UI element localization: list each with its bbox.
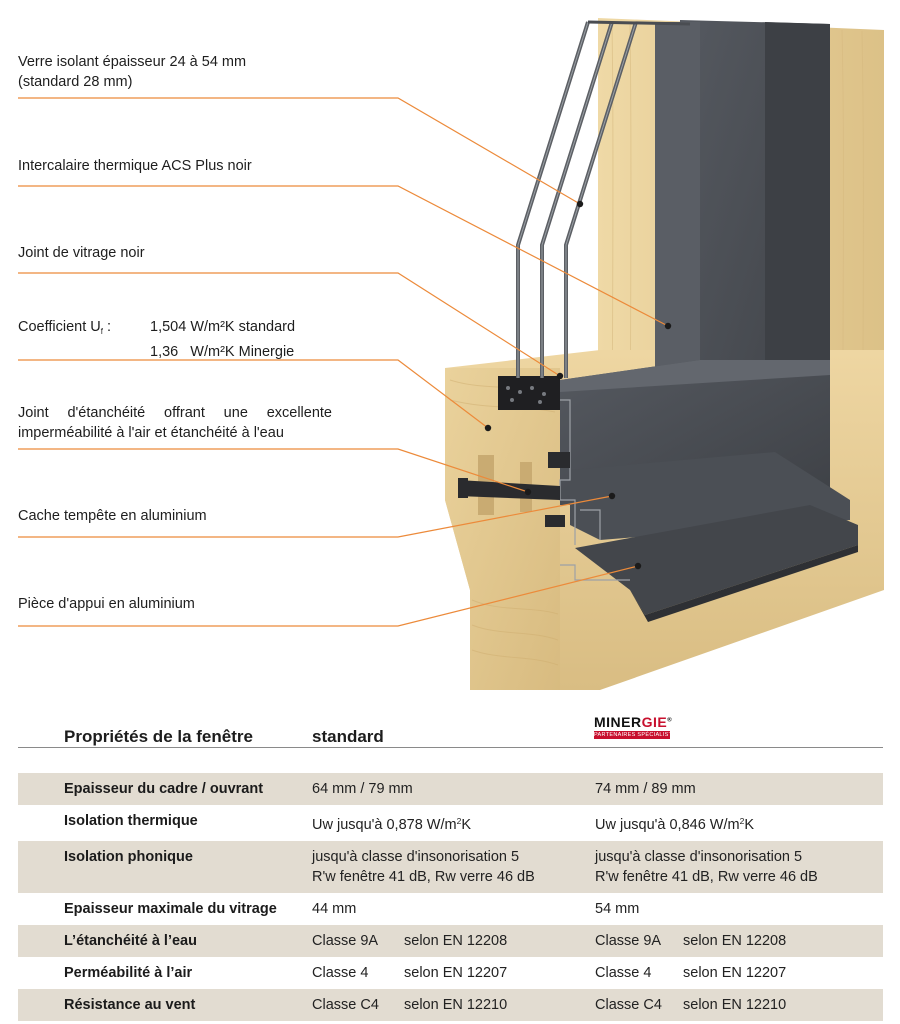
table-row-epaisseur-cadre: Epaisseur du cadre / ouvrant 64 mm / 79 … <box>18 773 883 805</box>
leader-verre <box>18 97 581 205</box>
cell-minergie-norm: selon EN 12208 <box>683 933 787 949</box>
cell-minergie-line: 74 mm / 89 mm <box>595 781 696 797</box>
leader-intercalaire <box>18 185 669 327</box>
cell-standard-line: 44 mm <box>312 901 357 917</box>
minergie-brand: MINERGIE® <box>594 714 684 730</box>
table-title: Propriétés de la fenêtre <box>64 727 253 746</box>
cell-standard: Classe 4 selon EN 12207 <box>312 957 595 989</box>
cell-standard-line-1: jusqu'à classe d'insonorisation 5 <box>312 849 520 865</box>
aluminium-cladding <box>458 20 858 622</box>
cell-standard-norm: selon EN 12207 <box>404 965 508 981</box>
table-row-resistance-vent: Résistance au vent Classe C4 selon EN 122… <box>18 989 883 1021</box>
row-label: Isolation thermique <box>64 813 198 829</box>
cell-standard: jusqu'à classe d'insonorisation 5 R'w fe… <box>312 841 595 893</box>
leader-piece-appui <box>18 565 639 627</box>
coefficient-name: Coefficient Uf : <box>18 317 150 342</box>
window-section-illustration <box>18 18 884 690</box>
table-row-epaisseur-vitrage: Epaisseur maximale du vitrage 44 mm 54 m… <box>18 893 883 925</box>
cell-minergie: Uw jusqu'à 0,846 W/m2K <box>595 805 883 841</box>
coefficient-name-text: Coefficient U <box>18 319 101 335</box>
superscript-two: 2 <box>739 816 745 826</box>
minergie-logo: MINERGIE® PARTENAIRES SPÉCIALISTES <box>594 714 684 744</box>
minergie-brand-right: GIE <box>641 714 668 730</box>
cell-minergie-class: Classe 9A <box>595 933 662 949</box>
cell-standard-line: Uw jusqu'à 0,878 W/m2K <box>312 816 472 833</box>
row-label: Isolation phonique <box>64 849 193 865</box>
leader-lines <box>18 97 669 627</box>
label-coefficient: Coefficient Uf :1,504 W/m²K standard 1,3… <box>18 317 295 362</box>
table-header: Propriétés de la fenêtre standard MINERG… <box>18 714 883 748</box>
coefficient-subscript: f <box>100 327 103 336</box>
table-row-permeabilite-air: Perméabilité à l’air Classe 4 selon EN 12… <box>18 957 883 989</box>
cell-standard-class: Classe 9A <box>312 933 379 949</box>
row-label: Epaisseur maximale du vitrage <box>64 901 277 917</box>
minergie-brand-left: MINER <box>594 714 642 730</box>
cell-standard: 44 mm <box>312 893 595 925</box>
cell-standard: 64 mm / 79 mm <box>312 773 595 805</box>
table-row-isolation-thermique: Isolation thermique Uw jusqu'à 0,878 W/m… <box>18 805 883 841</box>
coefficient-value-minergie: 1,36 W/m²K Minergie <box>150 344 295 360</box>
table-body: Epaisseur du cadre / ouvrant 64 mm / 79 … <box>18 773 883 1021</box>
leader-dots <box>484 200 672 570</box>
label-piece-appui: Pièce d'appui en aluminium <box>18 596 195 612</box>
cell-minergie-class: Classe C4 <box>595 997 662 1013</box>
triple-glazing <box>516 20 691 378</box>
label-joint-etancheite-line-2: imperméabilité à l'air et étanchéité à l… <box>18 425 284 441</box>
label-verre-line-2: (standard 28 mm) <box>18 74 133 90</box>
cell-standard-class: Classe 4 <box>312 965 369 981</box>
table-row-etancheite-eau: L’étanchéité à l’eau Classe 9A selon EN 1… <box>18 925 883 957</box>
column-header-standard: standard <box>312 727 384 746</box>
superscript-two: 2 <box>456 816 462 826</box>
row-label: Epaisseur du cadre / ouvrant <box>64 781 264 797</box>
row-label: Résistance au vent <box>64 997 196 1013</box>
cell-standard-norm: selon EN 12208 <box>404 933 508 949</box>
leader-joint-vitrage <box>18 272 561 377</box>
coefficient-row-1: Coefficient Uf :1,504 W/m²K standard <box>18 317 295 342</box>
cell-standard-norm: selon EN 12210 <box>404 997 508 1013</box>
cell-minergie-line: Uw jusqu'à 0,846 W/m2K <box>595 816 755 833</box>
label-cache-tempete: Cache tempête en aluminium <box>18 508 207 524</box>
label-joint-etancheite: Joint d'étanchéité offrant une excellent… <box>18 403 332 443</box>
cell-minergie-line-1: jusqu'à classe d'insonorisation 5 <box>595 849 803 865</box>
properties-table: Propriétés de la fenêtre standard MINERG… <box>18 714 883 1021</box>
cell-minergie-norm: selon EN 12210 <box>683 997 787 1013</box>
table-row-isolation-phonique: Isolation phonique jusqu'à classe d'inso… <box>18 841 883 893</box>
leader-coefficient <box>18 359 489 429</box>
cell-standard: Classe C4 selon EN 12210 <box>312 989 595 1021</box>
coefficient-colon: : <box>107 319 112 335</box>
label-verre-line-1: Verre isolant épaisseur 24 à 54 mm <box>18 54 247 70</box>
leader-cache-tempete <box>18 495 613 538</box>
leader-joint-etancheite <box>18 448 529 493</box>
label-joint-vitrage: Joint de vitrage noir <box>18 245 145 261</box>
cell-minergie-line: 54 mm <box>595 901 640 917</box>
minergie-tagline: PARTENAIRES SPÉCIALISTES <box>594 731 670 739</box>
cell-minergie: Classe C4 selon EN 12210 <box>595 989 883 1021</box>
window-cross-section-diagram: Verre isolant épaisseur 24 à 54 mm (stan… <box>18 18 884 690</box>
row-label: Perméabilité à l’air <box>64 965 193 981</box>
cell-standard: Uw jusqu'à 0,878 W/m2K <box>312 805 595 841</box>
cell-minergie: jusqu'à classe d'insonorisation 5 R'w fe… <box>595 841 883 893</box>
minergie-mark: ® <box>667 717 673 724</box>
cell-standard-line-2: R'w fenêtre 41 dB, Rw verre 46 dB <box>312 869 535 885</box>
cell-minergie: 54 mm <box>595 893 883 925</box>
label-verre-isolant: Verre isolant épaisseur 24 à 54 mm (stan… <box>18 52 246 92</box>
cell-minergie-norm: selon EN 12207 <box>683 965 787 981</box>
cell-minergie: Classe 9A selon EN 12208 <box>595 925 883 957</box>
cell-standard-line: 64 mm / 79 mm <box>312 781 413 797</box>
cell-standard-class: Classe C4 <box>312 997 379 1013</box>
cell-minergie: 74 mm / 89 mm <box>595 773 883 805</box>
cell-minergie-class: Classe 4 <box>595 965 652 981</box>
label-intercalaire: Intercalaire thermique ACS Plus noir <box>18 158 252 174</box>
cell-minergie: Classe 4 selon EN 12207 <box>595 957 883 989</box>
label-joint-etancheite-line-1: Joint d'étanchéité offrant une excellent… <box>18 405 332 421</box>
coefficient-value-standard: 1,504 W/m²K standard <box>150 319 296 335</box>
cell-minergie-line-2: R'w fenêtre 41 dB, Rw verre 46 dB <box>595 869 818 885</box>
coefficient-row-2: 1,36 W/m²K Minergie <box>18 342 295 362</box>
cell-standard: Classe 9A selon EN 12208 <box>312 925 595 957</box>
row-label: L’étanchéité à l’eau <box>64 933 197 949</box>
